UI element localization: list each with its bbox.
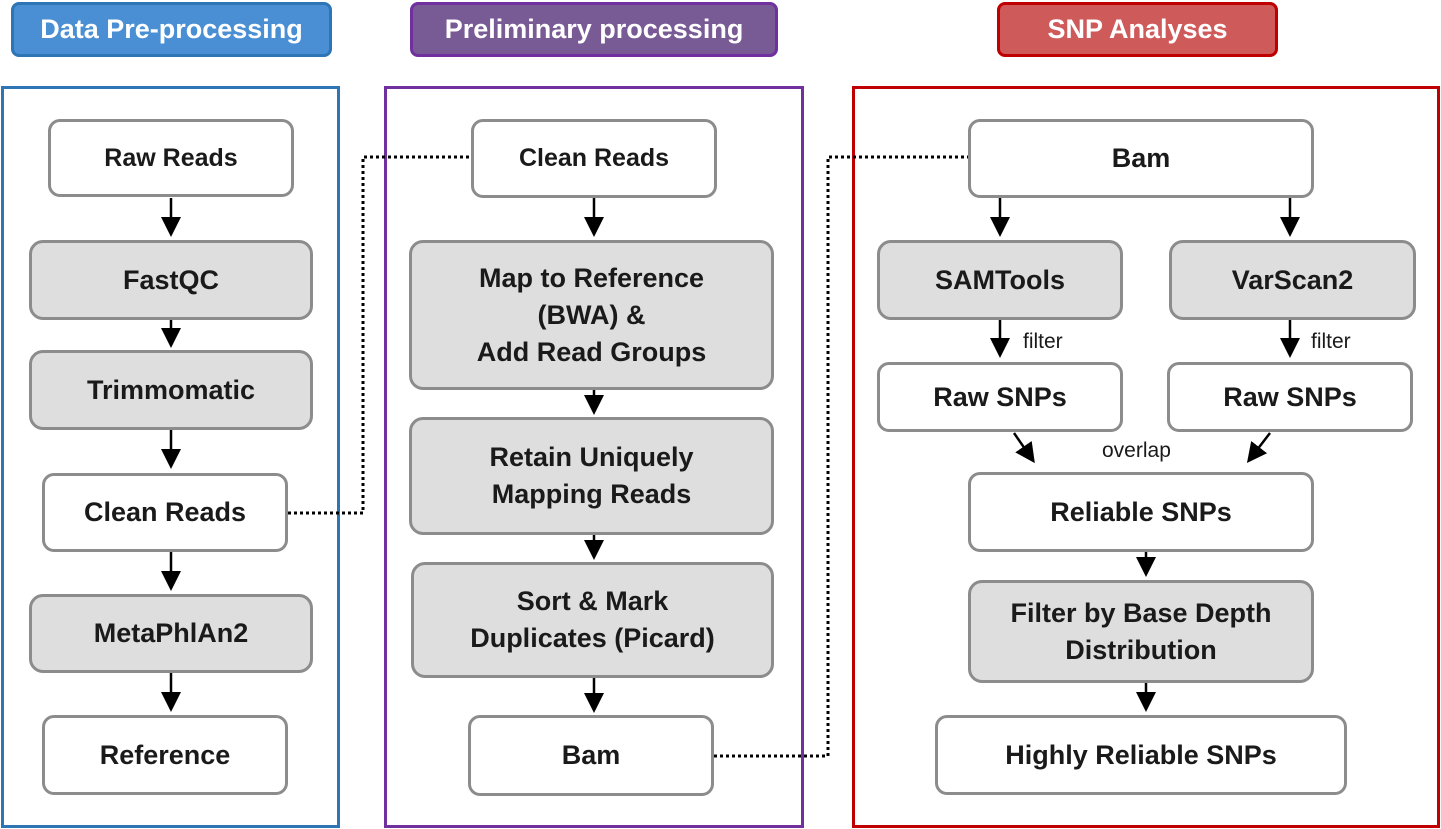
panel-preliminary-processing (384, 86, 804, 828)
node-filter-base-depth: Filter by Base Depth Distribution (968, 580, 1314, 683)
panel-snp-analyses (852, 86, 1440, 828)
dotted-link-bam (714, 155, 969, 758)
node-bam-mid: Bam (468, 715, 714, 796)
node-bam-right: Bam (968, 119, 1314, 198)
node-raw-reads: Raw Reads (48, 119, 294, 197)
node-retain-unique: Retain Uniquely Mapping Reads (409, 417, 774, 535)
node-map-to-reference: Map to Reference (BWA) & Add Read Groups (409, 240, 774, 390)
node-clean-reads-left: Clean Reads (42, 473, 288, 552)
arrow-raw-right-to-reliable (1246, 432, 1271, 463)
header-preliminary-processing: Preliminary processing (410, 2, 778, 57)
node-raw-snps-right: Raw SNPs (1167, 362, 1413, 432)
label-overlap: overlap (1102, 439, 1171, 462)
node-clean-reads-mid: Clean Reads (471, 119, 717, 198)
node-samtools: SAMTools (877, 240, 1123, 320)
header-data-preprocessing: Data Pre-processing (11, 2, 332, 57)
arrow-raw-left-to-reliable (1012, 432, 1035, 464)
node-reliable-snps: Reliable SNPs (968, 472, 1314, 552)
node-trimmomatic: Trimmomatic (29, 350, 313, 430)
header-snp-analyses: SNP Analyses (997, 2, 1278, 57)
label-filter-left: filter (1023, 330, 1063, 353)
node-sort-mark-duplicates: Sort & Mark Duplicates (Picard) (411, 562, 774, 678)
node-raw-snps-left: Raw SNPs (877, 362, 1123, 432)
node-fastqc: FastQC (29, 240, 313, 320)
dotted-link-clean-reads (288, 155, 471, 515)
label-filter-right: filter (1311, 330, 1351, 353)
node-highly-reliable-snps: Highly Reliable SNPs (935, 715, 1347, 795)
node-reference: Reference (42, 715, 288, 795)
node-metaphlan2: MetaPhlAn2 (29, 594, 313, 673)
panel-data-preprocessing (1, 86, 340, 828)
node-varscan2: VarScan2 (1169, 240, 1416, 320)
